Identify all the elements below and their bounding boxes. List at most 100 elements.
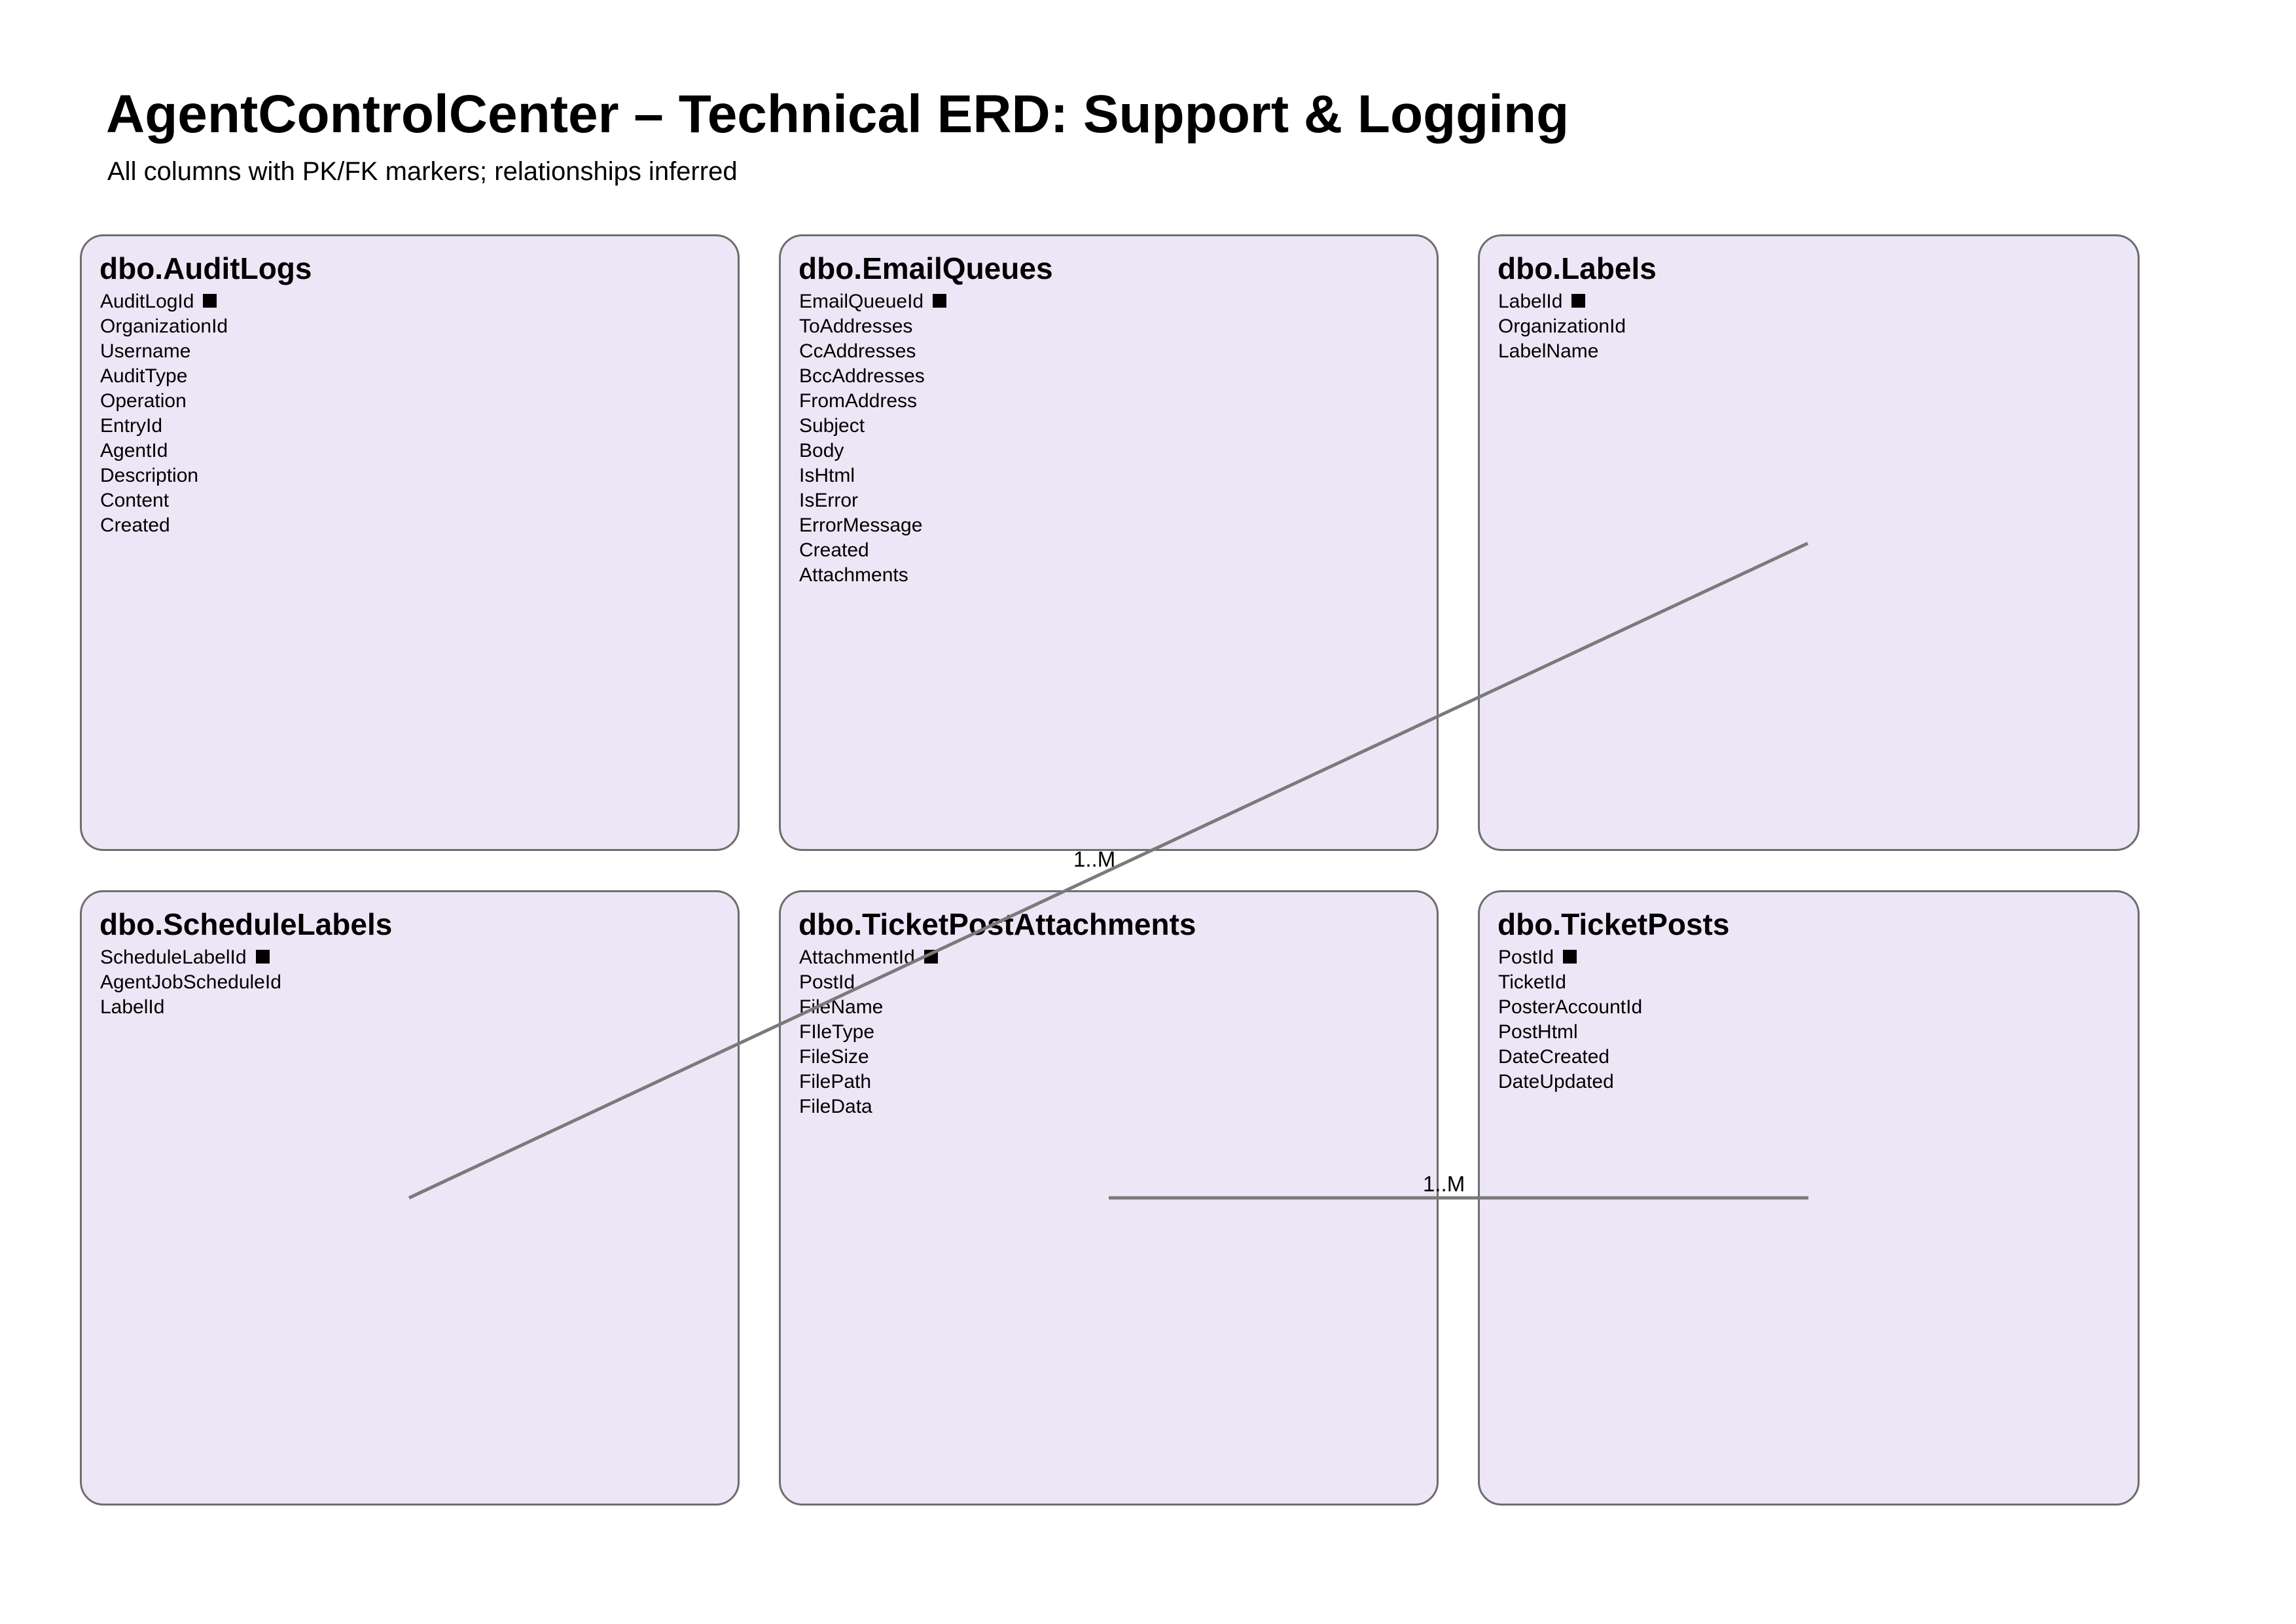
column-row: IsError (799, 488, 1437, 513)
column-name: Attachments (799, 564, 908, 586)
column-name: AttachmentId (799, 947, 915, 969)
column-row: BccAddresses (799, 364, 1437, 389)
column-name: EntryId (100, 415, 163, 437)
pk-marker-icon (933, 294, 947, 308)
column-name: Username (100, 340, 191, 363)
column-name: FileName (799, 996, 884, 1019)
column-name: FIleType (799, 1021, 875, 1043)
entity-title: dbo.TicketPosts (1498, 907, 1730, 941)
column-row: AgentJobScheduleId (100, 970, 738, 995)
column-row: AuditType (100, 364, 738, 389)
column-row: Created (100, 513, 738, 538)
column-row: ScheduleLabelId (100, 945, 738, 970)
column-row: AuditLogId (100, 289, 738, 314)
column-row: Operation (100, 389, 738, 414)
column-name: Content (100, 490, 170, 512)
column-row: EmailQueueId (799, 289, 1437, 314)
column-name: ScheduleLabelId (100, 947, 247, 969)
column-row: LabelName (1498, 339, 2138, 364)
column-row: AgentId (100, 439, 738, 463)
column-row: FromAddress (799, 389, 1437, 414)
pk-marker-icon (924, 950, 938, 964)
column-row: Username (100, 339, 738, 364)
column-row: TicketId (1498, 970, 2138, 995)
column-name: FileData (799, 1096, 872, 1118)
column-row: DateCreated (1498, 1045, 2138, 1070)
column-row: FIleType (799, 1020, 1437, 1045)
column-name: FromAddress (799, 390, 918, 412)
column-row: Subject (799, 414, 1437, 439)
cardinality-label: 1..M (1423, 1172, 1465, 1196)
column-name: PostId (1498, 947, 1554, 969)
pk-marker-icon (255, 950, 270, 964)
column-row: ToAddresses (799, 314, 1437, 339)
column-name: AuditType (100, 365, 188, 388)
column-name: PostHtml (1498, 1021, 1578, 1043)
column-name: LabelId (100, 996, 165, 1019)
column-row: DateUpdated (1498, 1070, 2138, 1094)
column-name: IsError (799, 490, 858, 512)
page-subtitle: All columns with PK/FK markers; relation… (107, 157, 738, 186)
column-name: PosterAccountId (1498, 996, 1643, 1019)
pk-marker-icon (1571, 294, 1586, 308)
column-name: Subject (799, 415, 865, 437)
column-row: Body (799, 439, 1437, 463)
pk-marker-icon (1563, 950, 1577, 964)
column-name: AgentId (100, 440, 168, 462)
column-row: PostId (1498, 945, 2138, 970)
column-row: PosterAccountId (1498, 995, 2138, 1020)
pk-marker-icon (203, 294, 217, 308)
column-name: IsHtml (799, 465, 855, 487)
column-row: AttachmentId (799, 945, 1437, 970)
column-name: Description (100, 465, 199, 487)
entity-title: dbo.TicketPostAttachments (798, 907, 1196, 941)
column-name: PostId (799, 971, 855, 994)
entity-title: dbo.EmailQueues (798, 251, 1053, 285)
column-row: PostId (799, 970, 1437, 995)
column-name: OrganizationId (100, 316, 228, 338)
column-row: FileSize (799, 1045, 1437, 1070)
page-title: AgentControlCenter – Technical ERD: Supp… (106, 84, 1570, 144)
column-row: Attachments (799, 563, 1437, 588)
column-row: Description (100, 463, 738, 488)
column-name: OrganizationId (1498, 316, 1626, 338)
column-name: Operation (100, 390, 187, 412)
column-name: DateUpdated (1498, 1071, 1614, 1093)
column-row: ErrorMessage (799, 513, 1437, 538)
column-name: LabelId (1498, 291, 1563, 313)
column-row: Created (799, 538, 1437, 563)
column-name: TicketId (1498, 971, 1566, 994)
column-name: Created (100, 514, 170, 537)
column-name: AuditLogId (100, 291, 194, 313)
column-name: FilePath (799, 1071, 872, 1093)
column-name: Body (799, 440, 844, 462)
column-row: PostHtml (1498, 1020, 2138, 1045)
column-name: AgentJobScheduleId (100, 971, 281, 994)
column-row: FileName (799, 995, 1437, 1020)
column-name: LabelName (1498, 340, 1599, 363)
column-row: IsHtml (799, 463, 1437, 488)
entity-title: dbo.ScheduleLabels (99, 907, 393, 941)
entity-title: dbo.AuditLogs (99, 251, 312, 285)
column-row: OrganizationId (100, 314, 738, 339)
column-name: ToAddresses (799, 316, 913, 338)
column-name: ErrorMessage (799, 514, 923, 537)
column-name: CcAddresses (799, 340, 916, 363)
column-name: BccAddresses (799, 365, 925, 388)
column-row: OrganizationId (1498, 314, 2138, 339)
column-name: FileSize (799, 1046, 869, 1068)
column-row: FilePath (799, 1070, 1437, 1094)
entity-title: dbo.Labels (1498, 251, 1657, 285)
